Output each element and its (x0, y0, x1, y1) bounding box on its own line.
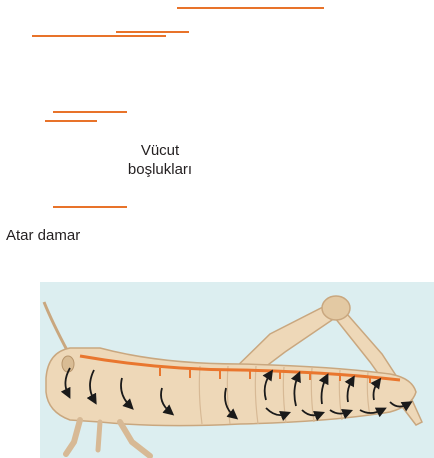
mid-leg (120, 422, 150, 456)
hind-knee (322, 296, 350, 320)
body-cavities-label-line1: Vücut (110, 141, 210, 160)
leader-line-6 (53, 206, 127, 208)
grasshopper-illustration (40, 282, 434, 458)
leader-line-3 (32, 35, 166, 37)
dorsal-vessel-label: Atar damar (6, 226, 80, 245)
leader-line-2 (116, 31, 189, 33)
leader-line-5 (45, 120, 97, 122)
grasshopper-figure (40, 282, 434, 458)
antenna (44, 302, 68, 352)
front-leg-2 (98, 422, 100, 450)
eye (62, 356, 74, 372)
leader-line-1 (177, 7, 324, 9)
front-leg (66, 420, 80, 454)
body-cavities-label: Vücut boşlukları (110, 141, 210, 179)
leader-line-4 (53, 111, 127, 113)
body-cavities-label-line2: boşlukları (110, 160, 210, 179)
